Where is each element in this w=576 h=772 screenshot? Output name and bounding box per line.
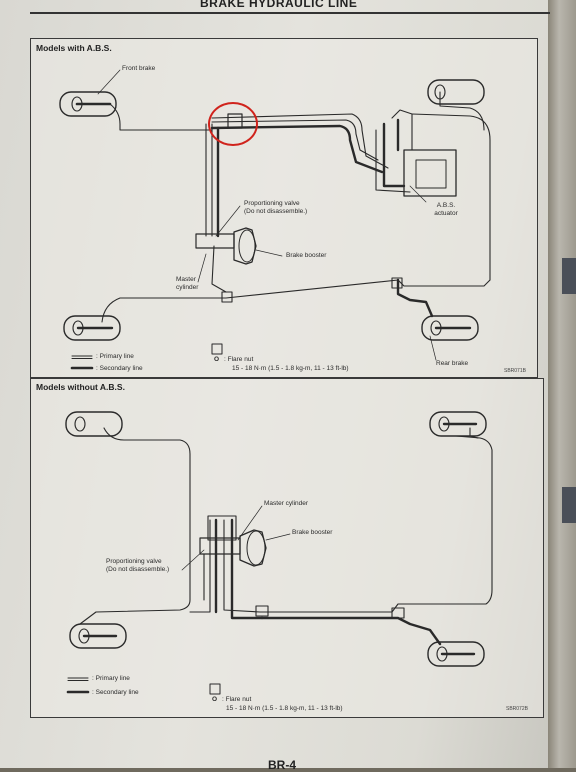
abs-actuator-shape [403, 149, 457, 197]
label-brake-booster: Brake booster [286, 252, 327, 259]
label-master: Master [176, 276, 196, 283]
label-do-not-disassemble-bottom: (Do not disassemble.) [106, 566, 170, 573]
legend-flare-nut: : Flare nut [224, 356, 254, 363]
label-abs: A.B.S. [436, 202, 456, 209]
label-rear-brake: Rear brake [436, 360, 469, 367]
label-brake-booster-bottom: Brake booster [292, 529, 333, 536]
label-do-not-disassemble: (Do not disassemble.) [244, 208, 308, 215]
label-actuator: actuator [434, 210, 458, 217]
legend-primary: : Primary line [96, 353, 134, 360]
brake-booster-top [233, 227, 257, 265]
rear-left-brake-bottom [69, 623, 127, 649]
rear-left-brake [63, 315, 121, 341]
legend-torque-bottom: 15 - 18 N·m (1.5 - 1.8 kg-m, 11 - 13 ft-… [226, 705, 343, 712]
panel-title-abs: Models with A.B.S. [36, 43, 112, 53]
legend-primary-bottom: : Primary line [92, 675, 130, 682]
legend-flare-nut-bottom: : Flare nut [222, 696, 252, 703]
header-rule [30, 12, 550, 14]
figure-code: SBR071B [504, 368, 526, 374]
flare-nut-tool-icon: O [214, 356, 220, 363]
legend-torque: 15 - 18 N·m (1.5 - 1.8 kg-m, 11 - 13 ft-… [232, 365, 349, 372]
panel-title-non-abs: Models without A.B.S. [36, 382, 125, 392]
legend-secondary-bottom: : Secondary line [92, 689, 139, 696]
index-tab [562, 487, 576, 523]
label-master-cylinder: Master cylinder [264, 500, 309, 507]
legend-secondary: : Secondary line [96, 365, 143, 372]
page-number: BR-4 [268, 758, 297, 772]
master-cylinder-top [195, 233, 235, 249]
page-edge [548, 0, 576, 768]
flare-nut-tool-icon: O [212, 696, 218, 703]
section-title: BRAKE HYDRAULIC LINE [200, 0, 358, 10]
front-left-brake [59, 91, 117, 117]
highlight-circle [208, 102, 258, 146]
front-left-brake-bottom [65, 411, 123, 437]
figure-code-bottom: SBR072B [506, 706, 528, 712]
rear-right-brake [421, 315, 479, 341]
label-proportioning-valve: Proportioning valve [244, 200, 300, 207]
rear-right-brake-bottom [427, 641, 485, 667]
front-right-brake [427, 79, 485, 105]
abs-diagram-panel [30, 38, 538, 378]
index-tab [562, 258, 576, 294]
label-front-brake: Front brake [122, 65, 156, 72]
label-proportioning-valve-bottom: Proportioning valve [106, 558, 162, 565]
label-cylinder: cylinder [176, 284, 199, 291]
